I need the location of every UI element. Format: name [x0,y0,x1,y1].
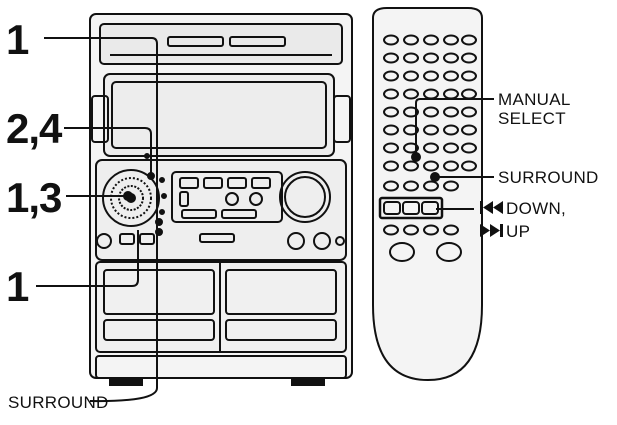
remote-button [403,224,419,236]
step-number-2-4: 2,4 [6,105,62,152]
remote-button [443,106,459,118]
step-number-1-3: 1,3 [6,174,62,221]
remote-button [443,160,459,172]
remote-button [403,52,419,64]
remote-button [461,124,477,136]
remote-button [423,142,439,154]
remote-button [423,224,439,236]
remote-button [383,70,399,82]
remote-button [403,70,419,82]
remote-button [383,224,399,236]
manual-select-label-line1: MANUAL [498,90,571,109]
remote-button [383,34,399,46]
step-number-1-top: 1 [6,16,29,63]
remote-control [372,7,483,382]
surround-label-right: SURROUND [498,168,599,187]
remote-button [383,142,399,154]
down-label: DOWN, [506,199,567,218]
remote-button [403,142,419,154]
remote-button [403,106,419,118]
skip-back-rewind-icon [480,201,503,214]
remote-button [423,52,439,64]
remote-button [443,70,459,82]
remote-button [383,52,399,64]
remote-button [403,160,419,172]
unit-base [95,355,347,386]
remote-button [383,124,399,136]
cassette-decks [95,261,347,353]
remote-button [423,34,439,46]
remote-button [423,160,439,172]
remote-button [383,106,399,118]
remote-button [461,70,477,82]
remote-button [403,124,419,136]
center-buttons [171,171,283,223]
volume-knob [279,171,331,223]
remote-button [443,180,459,192]
remote-button [461,160,477,172]
remote-button [403,88,419,100]
remote-button-grid [383,34,477,236]
remote-button [443,124,459,136]
remote-button [443,34,459,46]
step-number-1-bottom: 1 [6,263,29,310]
remote-button [403,34,419,46]
remote-button [443,142,459,154]
remote-button [423,70,439,82]
remote-button [461,142,477,154]
leader-dots [123,152,440,201]
remote-button [461,106,477,118]
remote-button [423,124,439,136]
surround-label-bottom: SURROUND [8,393,109,412]
remote-button [443,52,459,64]
remote-button [461,34,477,46]
remote-button [443,224,459,236]
remote-button [383,180,399,192]
remote-button [383,88,399,100]
fast-forward-skip-next-icon [480,224,503,237]
leader-lines [36,37,494,403]
manual-select-label-line2: SELECT [498,109,566,128]
remote-button [383,160,399,172]
remote-button [461,52,477,64]
remote-button [403,180,419,192]
up-label: UP [506,222,531,241]
remote-button [423,106,439,118]
remote-button [423,180,439,192]
